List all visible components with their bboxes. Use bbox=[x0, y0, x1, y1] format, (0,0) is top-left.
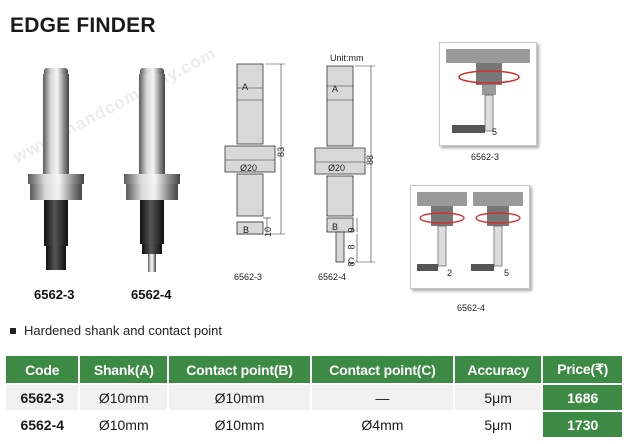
cell-shank: Ø10mm bbox=[80, 385, 168, 410]
dim-b-label: B bbox=[243, 225, 250, 235]
rotation-arrow-icon bbox=[419, 212, 465, 224]
diameter-label: Ø20 bbox=[240, 163, 258, 173]
cell-accuracy: 5μm bbox=[454, 412, 542, 437]
panel-label: 6562-4 bbox=[457, 303, 486, 313]
dim-a-label: A bbox=[242, 82, 249, 92]
usage-panel-6562-4: 2 5 bbox=[410, 185, 530, 289]
panel-label: 6562-3 bbox=[471, 152, 500, 162]
dim-c-label: C bbox=[348, 256, 355, 266]
stem-length-label: 8 bbox=[346, 244, 357, 250]
usage-panel-6562-3: 5 bbox=[439, 42, 537, 146]
dim-a-label: A bbox=[332, 84, 339, 94]
offset-label: 5 bbox=[492, 127, 498, 137]
col-header: Contact point(B) bbox=[169, 356, 310, 383]
cell-price: 1730 bbox=[543, 412, 622, 437]
cell-code: 6562-3 bbox=[6, 385, 79, 410]
dim-b-label: B bbox=[332, 222, 339, 232]
offset-label: 5 bbox=[504, 268, 510, 278]
col-header: Price(₹) bbox=[543, 356, 622, 383]
drawing-label: 6562-4 bbox=[318, 272, 347, 282]
cell-contact-b: Ø10mm bbox=[169, 385, 310, 410]
rotation-arrow-icon bbox=[458, 70, 520, 84]
photo-label: 6562-4 bbox=[131, 287, 172, 302]
bullet-icon bbox=[10, 327, 16, 334]
col-header: Shank(A) bbox=[80, 356, 168, 383]
cell-contact-b: Ø10mm bbox=[169, 412, 310, 437]
cell-price: 1686 bbox=[543, 385, 622, 410]
drawing-label: 6562-3 bbox=[234, 272, 263, 282]
col-header: Code bbox=[6, 356, 79, 383]
unit-label: Unit:mm bbox=[330, 53, 364, 63]
dimension-drawing-6562-4 bbox=[314, 65, 375, 263]
dimension-drawing-6562-3 bbox=[224, 63, 285, 235]
col-header: Accuracy bbox=[454, 356, 542, 383]
cell-accuracy: 5μm bbox=[454, 385, 542, 410]
cell-contact-c: — bbox=[311, 385, 453, 410]
offset-label: 2 bbox=[447, 268, 453, 278]
feature-text: Hardened shank and contact point bbox=[24, 323, 223, 338]
table-row: 6562-3 Ø10mm Ø10mm — 5μm 1686 bbox=[6, 385, 622, 410]
diameter-label: Ø20 bbox=[328, 163, 346, 173]
height-label: 83 bbox=[276, 146, 287, 158]
cell-contact-c: Ø4mm bbox=[311, 412, 453, 437]
photo-label: 6562-3 bbox=[34, 287, 75, 302]
b-length-label: 9 bbox=[346, 227, 357, 233]
c-length-label: 8 bbox=[346, 261, 357, 267]
height-label: 88 bbox=[365, 154, 376, 166]
table-header-row: Code Shank(A) Contact point(B) Contact p… bbox=[6, 356, 622, 383]
cell-code: 6562-4 bbox=[6, 412, 79, 437]
page-title: EDGE FINDER bbox=[10, 14, 156, 37]
b-length-label: 10 bbox=[263, 226, 274, 238]
rotation-arrow-icon bbox=[475, 212, 521, 224]
spec-table: Code Shank(A) Contact point(B) Contact p… bbox=[4, 354, 624, 439]
feature-bullet: Hardened shank and contact point bbox=[10, 323, 222, 338]
table-row: 6562-4 Ø10mm Ø10mm Ø4mm 5μm 1730 bbox=[6, 412, 622, 437]
cell-shank: Ø10mm bbox=[80, 412, 168, 437]
product-photo-6562-4 bbox=[124, 68, 180, 272]
product-photo-6562-3 bbox=[28, 68, 84, 270]
col-header: Contact point(C) bbox=[311, 356, 453, 383]
